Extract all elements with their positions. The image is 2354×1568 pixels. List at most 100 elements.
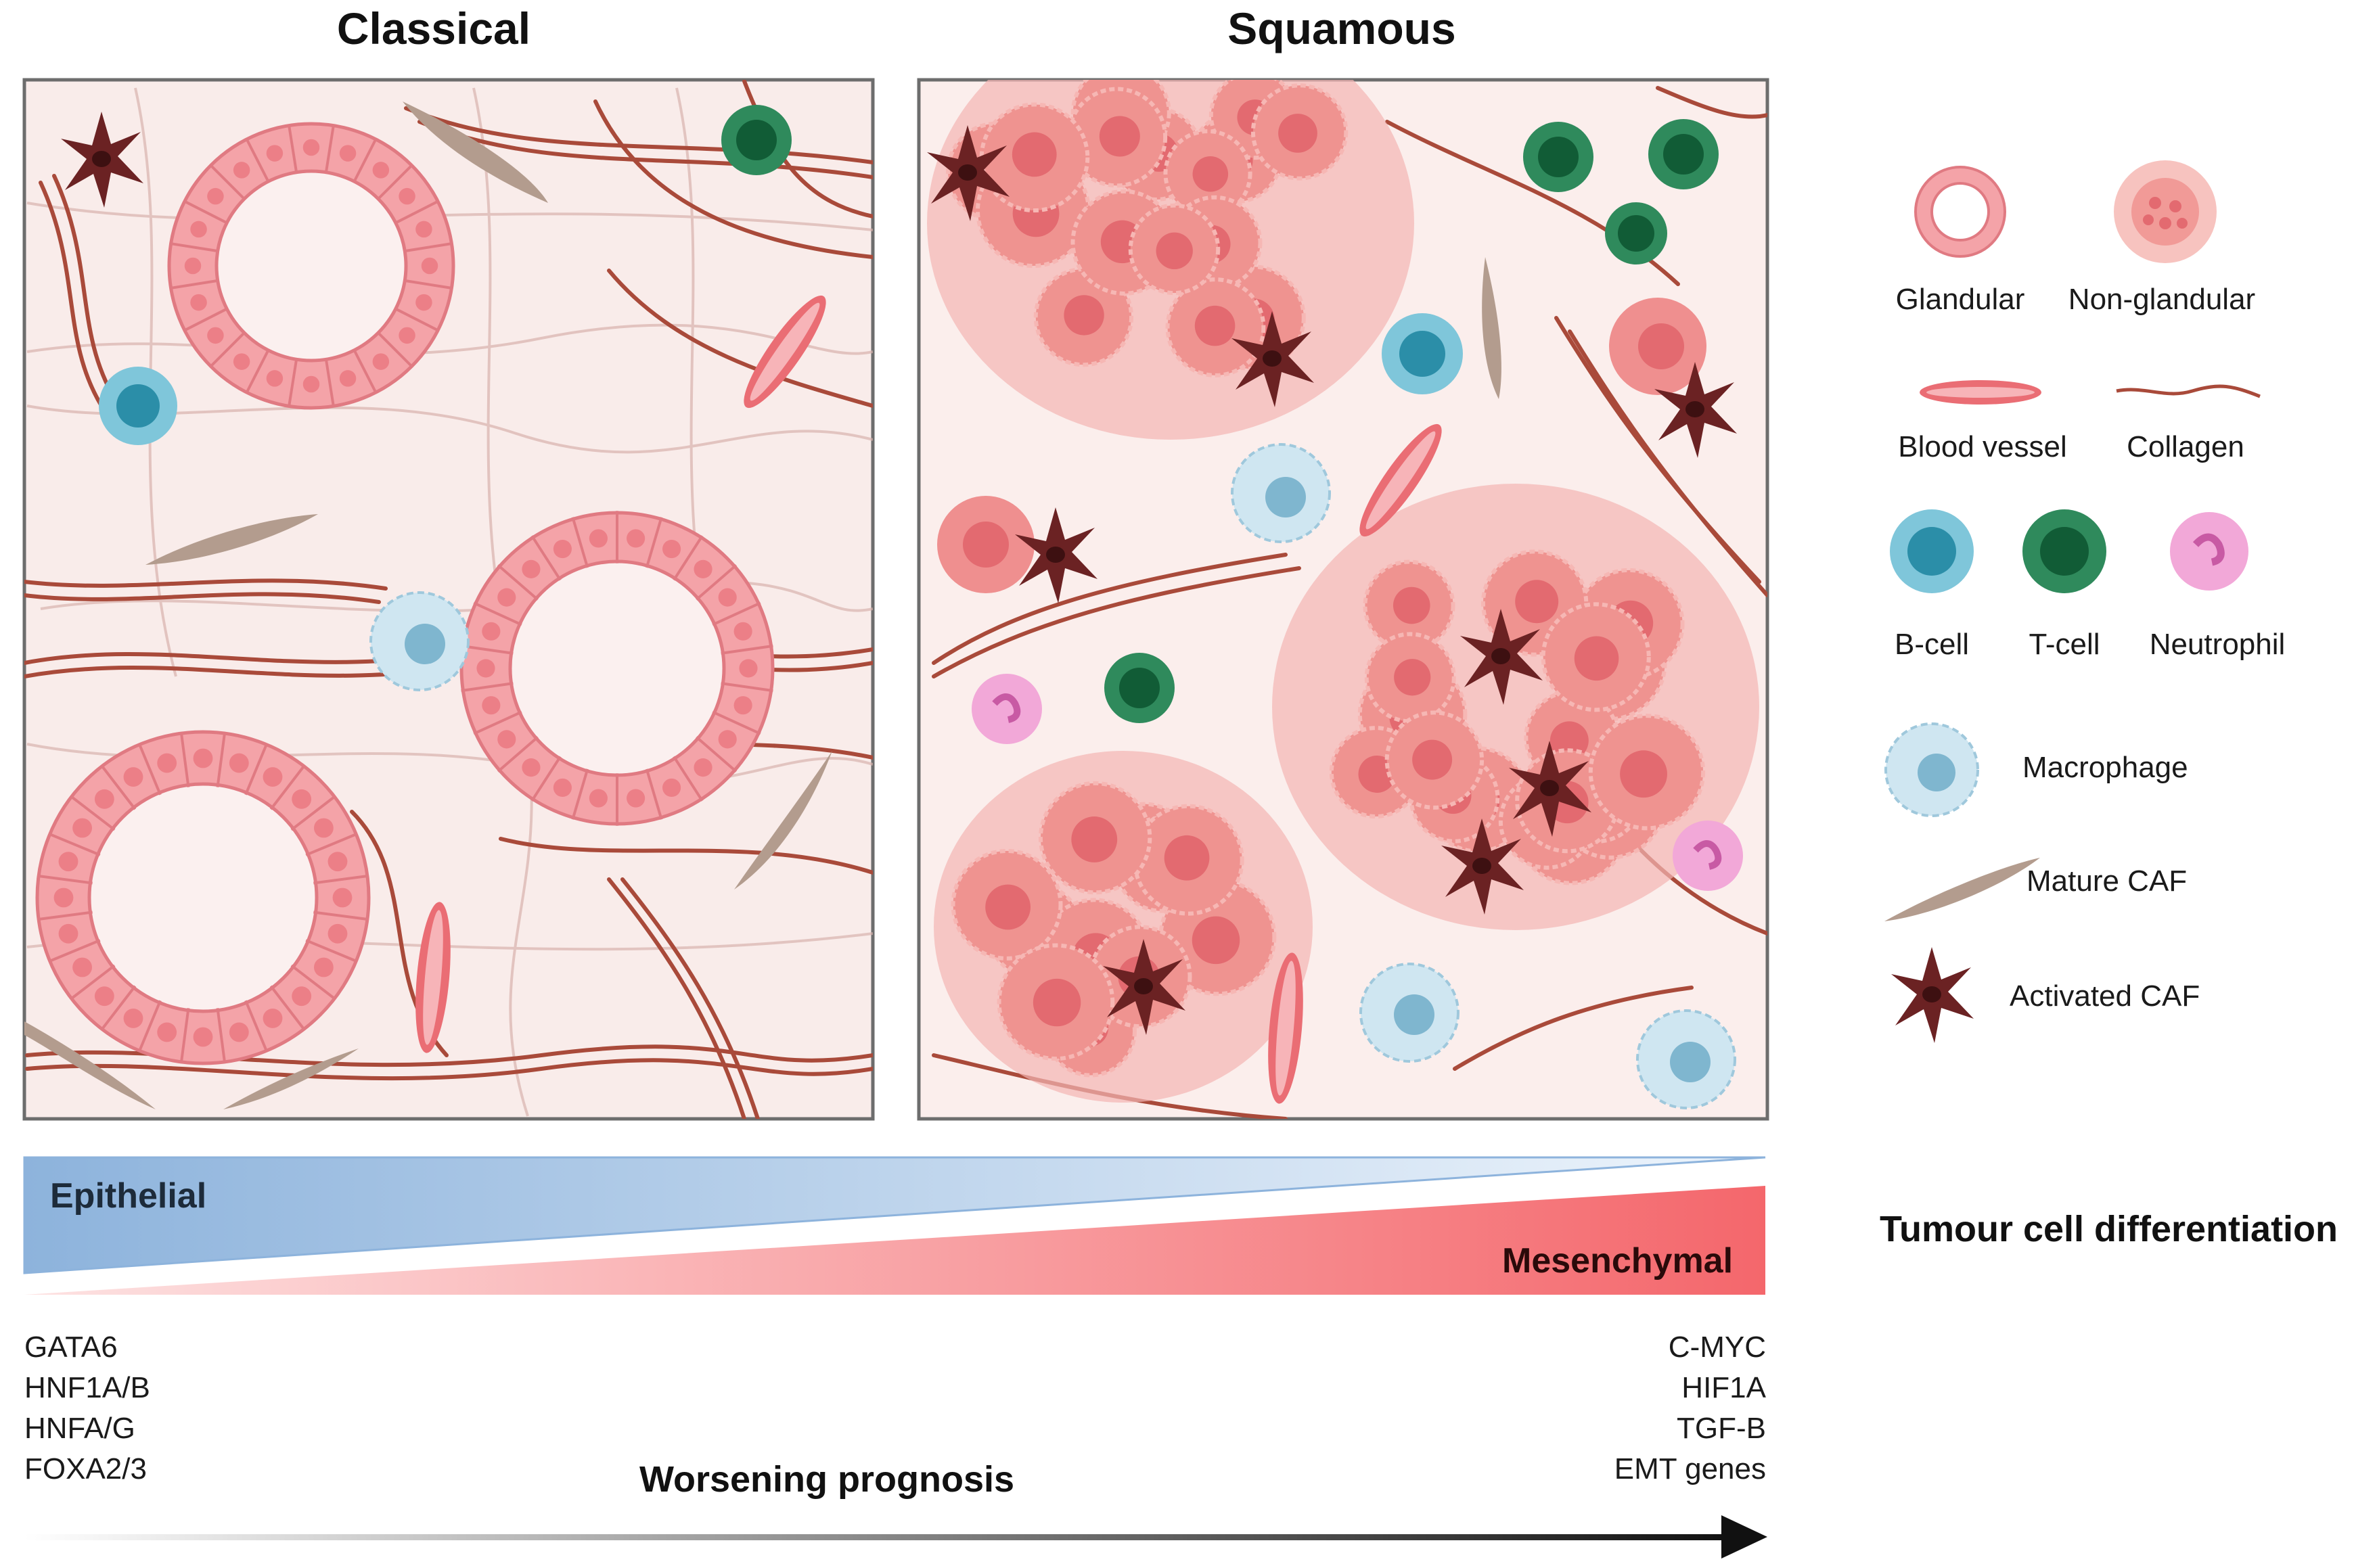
tumour-cluster-middle [1272,484,1759,930]
epithelial-nucleus [313,957,334,977]
gland-left-1 [167,122,455,410]
epithelial-nucleus [372,162,390,179]
epithelial-nucleus [399,187,415,205]
epithelial-nucleus [739,659,758,678]
epithelial-nucleus [190,294,207,311]
prognosis-arrow [24,1515,1767,1559]
gene-right-item: TGF-B [1677,1412,1766,1445]
epithelial-nucleus [327,923,348,944]
tumour-nucleus [1394,659,1431,696]
legend-label-blood-vessel: Blood vessel [1898,430,2067,463]
epithelial-nucleus [184,257,202,275]
macrophage-right-2 [1359,963,1459,1063]
tumour-nucleus [1099,116,1140,157]
tumour-nucleus [1412,739,1453,780]
epithelial-nucleus [553,778,572,798]
squamous-title: Squamous [1227,3,1456,53]
legend-label-macrophage: Macrophage [2022,751,2188,784]
epithelial-nucleus [332,887,353,908]
gland-left-2 [459,511,775,826]
epithelial-nucleus [229,753,249,773]
tumour-nucleus [1620,750,1667,798]
macrophage-icon [1884,722,1979,817]
epithelial-nucleus [497,588,516,607]
blood-vessel-right-2 [1268,952,1303,1104]
epithelial-nucleus [302,139,320,156]
epithelial-wedge [23,1156,1766,1274]
gene-left-item: FOXA2/3 [24,1452,147,1485]
activated-caf-left [61,112,143,208]
epithelial-nucleus [694,758,712,777]
epithelial-nucleus [302,375,320,393]
epithelial-nucleus [339,145,357,162]
glandular-icon [1914,166,2006,258]
tumour-cluster-top [927,80,1414,440]
epithelial-nucleus [190,221,207,238]
epithelial-nucleus [53,887,74,908]
tumour-nucleus [1164,835,1210,881]
activated-caf-right-3 [1654,362,1737,458]
epithelial-nucleus [263,1008,283,1028]
legend-label-mature-caf: Mature CAF [2027,864,2188,898]
epithelial-nucleus [589,789,608,808]
legend-label-activated-caf: Activated CAF [2010,979,2200,1013]
epithelial-nucleus [733,622,752,641]
activated-caf-right-5 [1460,609,1543,705]
t-cell-right-3 [1605,202,1667,264]
b-cell-right [1382,313,1463,394]
tumour-cluster-bottom [934,751,1313,1103]
worsening-prognosis-label: Worsening prognosis [639,1459,1015,1500]
epithelial-nucleus [193,1027,213,1047]
epithelial-nucleus [415,294,432,311]
genes-right: C-MYC HIF1A TGF-B EMT genes [1556,1327,1766,1490]
epithelial-nucleus [733,696,752,715]
non-glandular-icon [2114,160,2217,263]
classical-title: Classical [336,3,531,53]
macrophage-right-3 [1636,1009,1736,1109]
epithelial-nucleus [94,986,114,1007]
epithelial-nucleus [292,986,312,1007]
activated-caf-right-2 [1231,311,1314,407]
blood-vessel-left-2 [415,902,451,1053]
epithelial-nucleus [233,353,250,370]
epithelial-nucleus [207,187,224,205]
epithelial-nucleus [553,539,572,559]
epithelial-nucleus [339,370,357,387]
classical-panel [22,78,875,1121]
epithelial-nucleus [421,257,438,275]
genes-left: GATA6 HNF1A/B HNFA/G FOXA2/3 [24,1327,150,1490]
tumour-nucleus [1071,816,1118,862]
legend-label-glandular: Glandular [1895,283,2025,316]
epithelial-nucleus [662,539,681,559]
mesenchymal-wedge [24,1186,1765,1295]
collagen-icon [2116,384,2261,398]
mature-caf-left-4 [24,1021,156,1109]
b-cell-left [99,367,177,445]
epithelial-nucleus [233,162,250,179]
tumour-nucleus [985,884,1031,930]
legend-label-neutrophil: Neutrophil [2149,628,2286,661]
gland-left-3 [35,730,371,1065]
neutrophil-right-2 [1673,821,1743,891]
gene-right-item: HIF1A [1681,1371,1766,1404]
epithelial-nucleus [718,588,737,607]
tumour-nucleus [1192,916,1240,965]
epithelial-nucleus [694,559,712,578]
neutrophil-right-1 [972,674,1042,744]
epithelial-nucleus [522,559,541,578]
b-cell-icon [1890,509,1974,593]
epithelial-nucleus [476,659,495,678]
activated-caf-right-6 [1509,741,1591,837]
mature-caf-icon [1884,858,2040,921]
epithelial-nucleus [229,1022,249,1042]
epithelial-nucleus [157,753,177,773]
squamous-panel [917,78,1769,1121]
epithelial-nucleus [58,923,78,944]
tumour-nucleus [1574,636,1619,681]
activated-caf-right-7 [1441,818,1524,915]
tumour-nucleus [1012,132,1057,177]
epithelial-nucleus [627,529,646,548]
epithelial-nucleus [399,327,415,344]
mature-caf-left-2 [145,514,318,565]
epithelial-nucleus [72,818,93,838]
